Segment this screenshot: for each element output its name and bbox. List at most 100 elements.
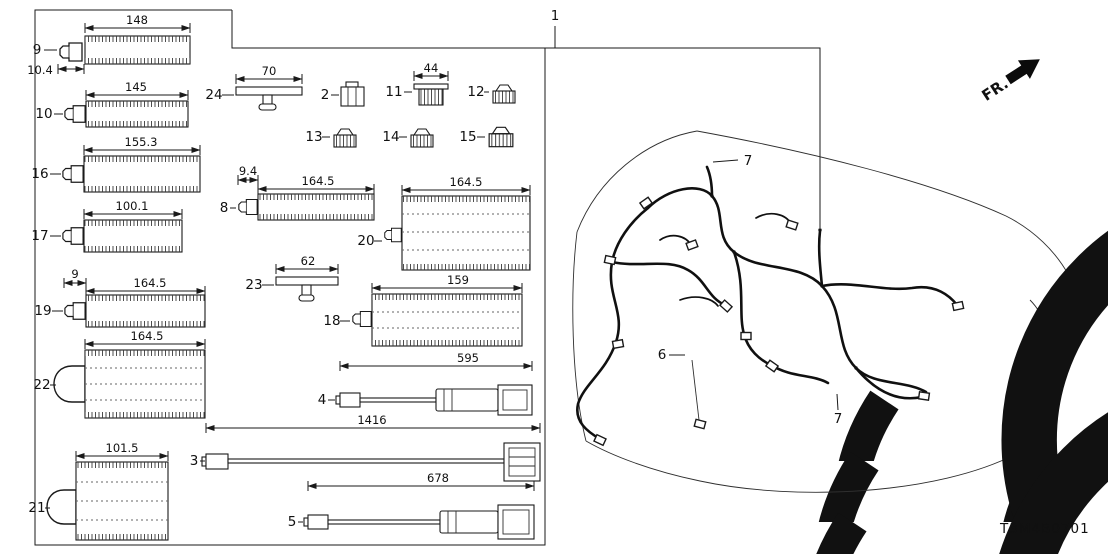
dimension-17-value: 100.1 <box>116 199 149 213</box>
callout-7a: 7 <box>712 153 1108 554</box>
cable-end-connector <box>497 504 535 540</box>
dimension-4: 595 <box>339 351 533 371</box>
part-item-8: 9.4 164.5 8 <box>220 164 375 221</box>
callout-7b: 7 <box>834 393 842 427</box>
connector-clip-icon <box>413 83 449 90</box>
callout-14-number: 14 <box>382 129 399 145</box>
part-item-15: 15 <box>459 126 514 148</box>
part-item-9: 148 10.4 9 <box>27 13 191 77</box>
callout-21-number: 21 <box>28 500 45 516</box>
callout-15-number: 15 <box>459 129 476 145</box>
part-item-24: 70 24 <box>205 64 303 111</box>
dimension-8-sub: 9.4 <box>237 164 259 185</box>
callout-23-number: 23 <box>245 277 262 293</box>
harness-illustration: 7 6 7 <box>572 130 1108 554</box>
dimension-10-value: 145 <box>125 80 147 94</box>
dimension-11-value: 44 <box>424 61 439 75</box>
fr-direction-indicator: FR. <box>978 59 1040 105</box>
dimension-24: 70 <box>235 64 303 84</box>
cable-end-connector <box>307 514 329 530</box>
callout-20-number: 20 <box>357 233 374 249</box>
part-item-3: 1416 3 <box>190 413 1108 554</box>
dimension-16-value: 155.3 <box>125 135 158 149</box>
harness-wire-paths <box>576 165 959 441</box>
callout-3-number: 3 <box>190 453 199 469</box>
callout-16-number: 16 <box>31 166 48 182</box>
clip-bar <box>235 86 303 96</box>
part-item-2: 2 <box>321 81 365 107</box>
callout-24-number: 24 <box>205 87 222 103</box>
dimension-23-value: 62 <box>301 254 316 268</box>
connector-plug-icon <box>352 310 372 328</box>
callout-17-number: 17 <box>31 228 48 244</box>
callout-5-number: 5 <box>288 514 297 530</box>
dimension-8-value: 164.5 <box>302 174 335 188</box>
part-item-4: 595 4 <box>318 351 1108 554</box>
part-code: T3M4B0701 <box>999 521 1090 537</box>
callout-11-number: 11 <box>385 84 402 100</box>
harness-connectors <box>593 194 965 447</box>
part-item-11: 44 11 <box>385 61 449 106</box>
dimension-19: 164.5 <box>85 276 206 296</box>
dimension-19-sub-value: 9 <box>71 267 78 281</box>
callout-13-number: 13 <box>305 129 322 145</box>
dimension-11: 44 <box>413 61 449 81</box>
fr-arrow-icon <box>1005 59 1040 85</box>
connector-clip-icon <box>488 126 514 148</box>
dimension-3-value: 1416 <box>357 413 386 427</box>
part-item-18: 159 18 <box>323 273 523 347</box>
part-item-22: 164.5 22 <box>33 329 206 419</box>
cable-end-connector <box>503 442 541 482</box>
callout-6: 6 <box>658 347 1108 554</box>
fr-label: FR. <box>978 74 1011 104</box>
dimension-17: 100.1 <box>83 199 183 219</box>
dimension-3: 1416 <box>205 413 541 433</box>
clip-bar <box>275 276 339 286</box>
callout-6-number: 6 <box>658 347 667 363</box>
part-item-10: 145 10 <box>35 80 189 128</box>
dimension-18-value: 159 <box>447 273 469 287</box>
part-item-17: 100.1 17 <box>31 199 183 253</box>
dimension-20: 164.5 <box>401 175 531 195</box>
cable-sleeve <box>435 388 499 412</box>
dimension-21: 101.5 <box>75 441 169 461</box>
connector-clip-icon <box>333 128 357 148</box>
callout-4-number: 4 <box>318 392 327 408</box>
dimension-8: 164.5 <box>257 174 375 194</box>
dimension-16: 155.3 <box>83 135 201 155</box>
connector-clip-icon <box>410 128 434 148</box>
wire-band <box>371 293 523 347</box>
connector-plug-icon <box>59 42 83 62</box>
dimension-18: 159 <box>371 273 523 293</box>
dimension-19-value: 164.5 <box>134 276 167 290</box>
part-item-13: 13 <box>305 128 357 148</box>
dimension-9: 148 <box>84 13 191 33</box>
diagram-border <box>34 9 546 546</box>
cable-sleeve <box>439 510 499 534</box>
cable-end-connector <box>339 392 361 408</box>
callout-10-number: 10 <box>35 106 52 122</box>
connector-plug-icon <box>384 227 402 243</box>
wire-band <box>401 195 531 271</box>
callout-9-number: 9 <box>33 42 42 58</box>
dimension-24-value: 70 <box>262 64 277 78</box>
callout-7a-number: 7 <box>744 153 753 169</box>
callout-22-number: 22 <box>33 377 50 393</box>
part-item-23: 62 23 <box>245 254 339 302</box>
dimension-9-sub-value: 10.4 <box>27 63 53 77</box>
callout-1-number: 1 <box>551 8 560 24</box>
connector-plug-icon <box>64 105 86 123</box>
part-item-14: 14 <box>382 128 434 148</box>
connector-clip-icon <box>492 84 516 104</box>
part-item-12: 12 <box>467 84 516 104</box>
connector-plug-icon <box>62 165 84 183</box>
part-item-20: 164.5 20 <box>357 175 531 271</box>
dimension-22-value: 164.5 <box>131 329 164 343</box>
callout-18-number: 18 <box>323 313 340 329</box>
dimension-9-sub: 10.4 <box>27 63 85 77</box>
dimension-21-value: 101.5 <box>106 441 139 455</box>
dimension-9-value: 148 <box>126 13 148 27</box>
connector-plug-icon <box>62 227 84 245</box>
connector-plug-icon <box>64 302 86 320</box>
